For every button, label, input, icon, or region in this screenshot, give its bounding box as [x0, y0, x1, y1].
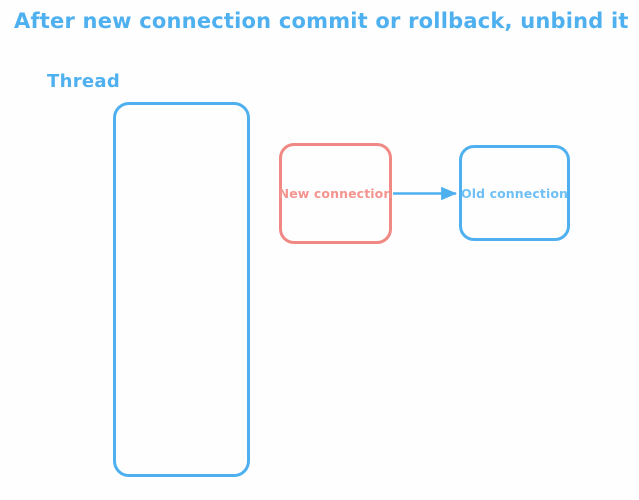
diagram-title: After new connection commit or rollback,… [14, 9, 629, 33]
thread-container-box[interactable] [113, 102, 250, 477]
node-new-connection-label: New connection [278, 186, 393, 201]
node-new-connection[interactable]: New connection [279, 143, 392, 244]
thread-group-label: Thread [47, 71, 121, 92]
node-old-connection[interactable]: Old connection [459, 145, 570, 241]
node-old-connection-label: Old connection [460, 185, 569, 201]
